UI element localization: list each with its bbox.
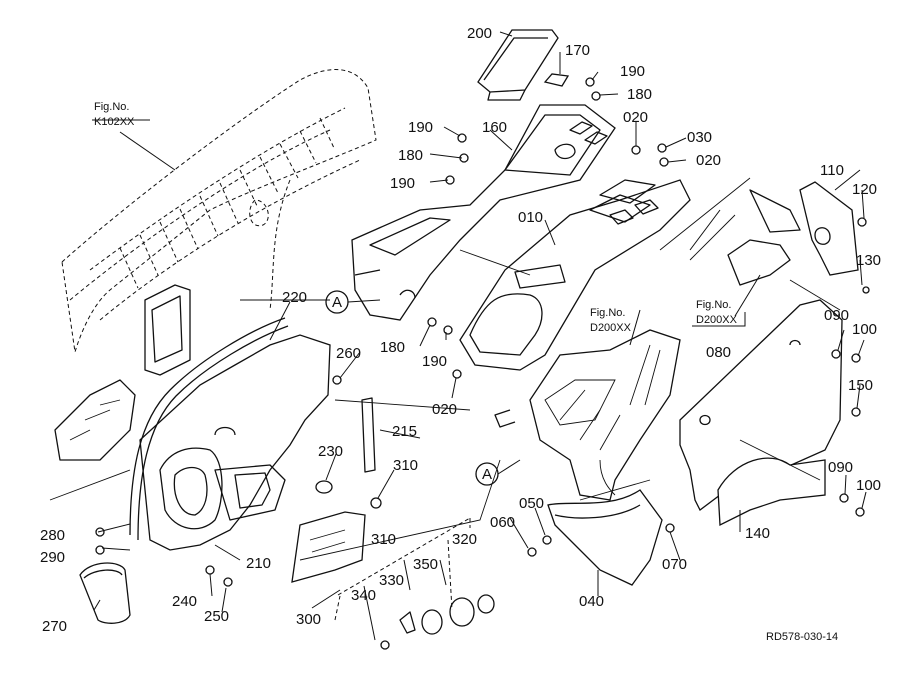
part-label: 080 bbox=[706, 344, 731, 361]
part-label: 290 bbox=[40, 549, 65, 566]
part-300-panel bbox=[291, 511, 366, 583]
part-220-seal bbox=[129, 317, 289, 541]
figure-ref-caption: Fig.No. bbox=[94, 101, 129, 113]
part-label: 190 bbox=[620, 63, 645, 80]
part-label: 180 bbox=[398, 147, 423, 164]
part-label: 310 bbox=[393, 457, 418, 474]
drawing-code: RD578-030-14 bbox=[766, 631, 838, 643]
part-label: 270 bbox=[42, 618, 67, 635]
dashboard-panel-outline bbox=[61, 69, 377, 353]
part-215-strip bbox=[361, 397, 376, 473]
part-270-cup-holder bbox=[79, 562, 131, 624]
leader-lines bbox=[93, 31, 867, 641]
marker-a-upper: A bbox=[325, 290, 381, 314]
part-labels: 200 170 190 180 190 160 020 030 180 020 … bbox=[40, 25, 881, 635]
part-label: 030 bbox=[687, 129, 712, 146]
part-label: 160 bbox=[482, 119, 507, 136]
part-bracket-d200 bbox=[727, 189, 801, 286]
part-label: 250 bbox=[204, 608, 229, 625]
part-label: 060 bbox=[490, 514, 515, 531]
group-320-dashed bbox=[447, 539, 453, 611]
part-010-main-console bbox=[459, 179, 691, 371]
marker-a-lower: A bbox=[475, 459, 521, 486]
figure-ref-d200-b: Fig.No. D200XX bbox=[692, 299, 746, 327]
part-110-bracket bbox=[799, 181, 859, 276]
part-console-frame bbox=[494, 329, 681, 501]
part-label: 190 bbox=[390, 175, 415, 192]
part-label: 010 bbox=[518, 209, 543, 226]
part-160-rear-console bbox=[351, 104, 616, 321]
part-label: 100 bbox=[852, 321, 877, 338]
part-label: 310 bbox=[371, 531, 396, 548]
part-140-panel bbox=[717, 457, 826, 527]
part-label: 020 bbox=[432, 401, 457, 418]
fasteners bbox=[95, 77, 870, 650]
svg-text:A: A bbox=[332, 294, 342, 311]
part-label: 230 bbox=[318, 443, 343, 460]
svg-text:A: A bbox=[482, 466, 492, 483]
part-label: 110 bbox=[820, 162, 844, 179]
part-label: 050 bbox=[519, 495, 544, 512]
figure-ref-code: D200XX bbox=[590, 322, 632, 334]
part-label: 140 bbox=[745, 525, 770, 542]
figure-ref-code: D200XX bbox=[696, 314, 738, 326]
part-label: 070 bbox=[662, 556, 687, 573]
part-label: 240 bbox=[172, 593, 197, 610]
part-label: 190 bbox=[408, 119, 433, 136]
part-label: 280 bbox=[40, 527, 65, 544]
part-170-pad bbox=[543, 73, 570, 87]
part-label: 220 bbox=[282, 289, 307, 306]
figure-ref-k102: Fig.No. K102XX bbox=[94, 101, 135, 128]
part-label: 190 bbox=[422, 353, 447, 370]
figure-ref-d200-a: Fig.No. D200XX bbox=[590, 307, 632, 334]
figure-ref-caption: Fig.No. bbox=[590, 307, 625, 319]
part-label: 090 bbox=[824, 307, 849, 324]
part-label: 020 bbox=[696, 152, 721, 169]
part-label: 090 bbox=[828, 459, 853, 476]
part-label: 040 bbox=[579, 593, 604, 610]
part-label: 260 bbox=[336, 345, 361, 362]
part-label: 170 bbox=[565, 42, 590, 59]
part-label: 215 bbox=[392, 423, 417, 440]
guide-lines bbox=[49, 177, 841, 561]
part-210-side-cover bbox=[139, 334, 331, 551]
part-label: 350 bbox=[413, 556, 438, 573]
part-040-lower-cover bbox=[547, 489, 663, 586]
part-230-grommet bbox=[315, 480, 333, 494]
part-label: 320 bbox=[452, 531, 477, 548]
group-300-dashed bbox=[334, 517, 471, 621]
leader-k102 bbox=[119, 131, 176, 171]
part-label: 300 bbox=[296, 611, 321, 628]
figure-ref-code: K102XX bbox=[94, 116, 135, 128]
part-label: 180 bbox=[627, 86, 652, 103]
part-label: 100 bbox=[856, 477, 881, 494]
part-200-tray bbox=[477, 29, 559, 101]
part-label: 020 bbox=[623, 109, 648, 126]
part-label: 210 bbox=[246, 555, 271, 572]
part-label: 340 bbox=[351, 587, 376, 604]
part-label: 180 bbox=[380, 339, 405, 356]
part-label: 150 bbox=[848, 377, 873, 394]
part-label: 330 bbox=[379, 572, 404, 589]
part-label: 200 bbox=[467, 25, 492, 42]
part-label: 130 bbox=[856, 252, 881, 269]
part-label: 120 bbox=[852, 181, 877, 198]
figure-ref-caption: Fig.No. bbox=[696, 299, 731, 311]
part-left-bracket bbox=[54, 284, 191, 461]
